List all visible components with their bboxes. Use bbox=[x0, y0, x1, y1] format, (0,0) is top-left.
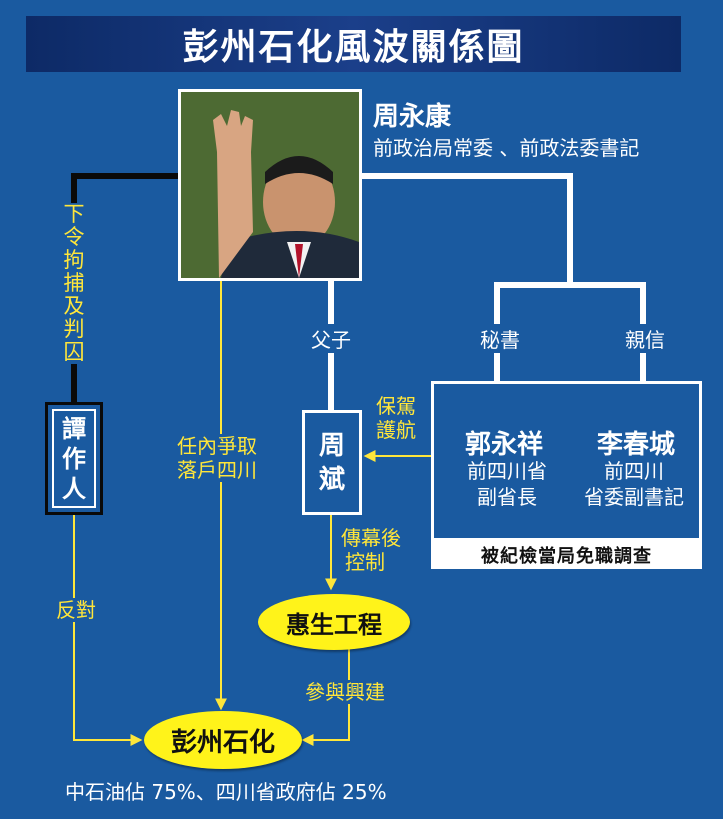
line-zhou-to-secretaries bbox=[362, 173, 573, 285]
guo-name: 郭永祥 bbox=[465, 430, 544, 460]
confidant-label: 親信 bbox=[621, 324, 669, 353]
portrait-photo bbox=[178, 89, 362, 281]
father-son-label: 父子 bbox=[307, 324, 355, 353]
secretary-label: 秘書 bbox=[476, 324, 524, 353]
guo-role: 前四川省 副省長 bbox=[467, 459, 547, 509]
diagram-title: 彭州石化風波關係圖 bbox=[26, 16, 681, 72]
li-name: 李春城 bbox=[597, 430, 676, 460]
tan-zuoren-name: 譚 作 人 bbox=[52, 409, 96, 508]
intervene-label: 任內爭取 落戶四川 bbox=[173, 434, 261, 482]
arrow-huisheng-to-pengzhou bbox=[301, 648, 350, 746]
control-label: 傳幕後 控制 bbox=[337, 526, 405, 574]
zhou-bin-box: 周 斌 bbox=[302, 410, 362, 515]
huisheng-engineering: 惠生工程 bbox=[258, 594, 410, 650]
pengzhou-petrochemical: 彭州石化 bbox=[144, 711, 302, 769]
tan-zuoren-box: 譚 作 人 bbox=[45, 402, 103, 515]
portrait-image bbox=[181, 92, 359, 278]
escort-label: 保駕 護航 bbox=[376, 394, 416, 442]
li-role: 前四川 省委副書記 bbox=[584, 459, 684, 509]
participate-label: 參與興建 bbox=[301, 680, 389, 704]
line-zhou-to-tan bbox=[71, 173, 178, 404]
arrow-tan-to-pengzhou bbox=[73, 515, 143, 746]
investigation-status: 被紀檢當局免職調查 bbox=[431, 541, 702, 569]
oppose-label: 反對 bbox=[52, 598, 100, 622]
ownership-caption: 中石油佔 75%、四川省政府佔 25% bbox=[65, 780, 387, 804]
center-person-role: 前政治局常委 、前政法委書記 bbox=[373, 136, 640, 160]
center-person-name: 周永康 bbox=[373, 102, 452, 132]
tan-relation-label: 下 令 拘 捕 及 判 囚 bbox=[61, 203, 87, 364]
guo-li-box bbox=[431, 381, 702, 541]
